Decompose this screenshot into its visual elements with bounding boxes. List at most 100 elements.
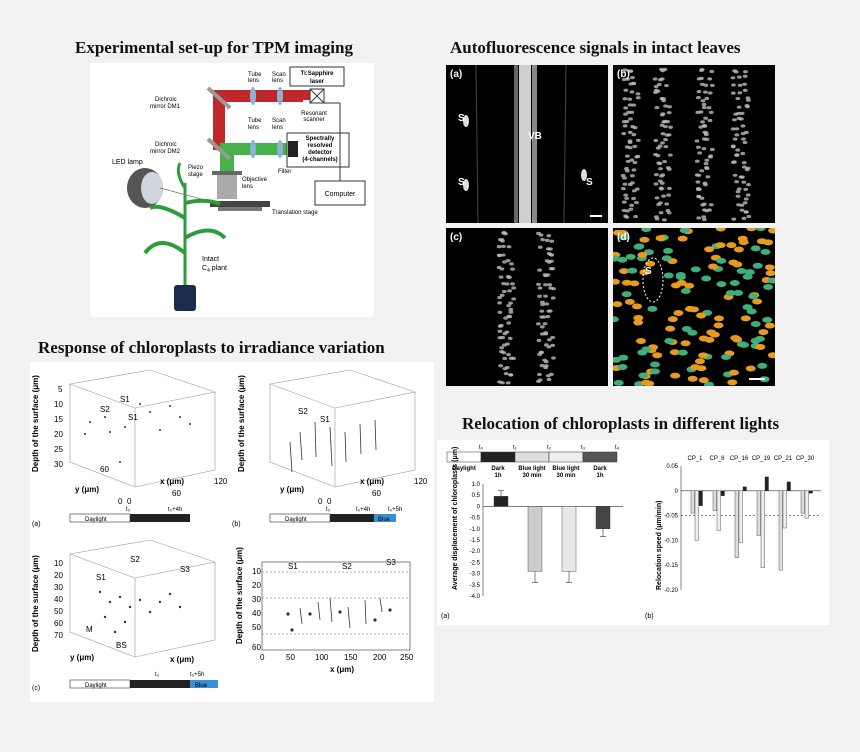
chloroplast — [653, 84, 659, 89]
chloroplast — [742, 140, 748, 145]
chloroplast — [639, 269, 650, 276]
vascular-bundle-label: VB — [528, 131, 542, 142]
chloroplast — [497, 295, 502, 300]
category-label: CP_16 — [730, 456, 749, 462]
chloroplast — [509, 262, 514, 266]
chloroplast — [543, 274, 549, 278]
chloroplast — [763, 283, 774, 290]
detector-label-2: resolved — [308, 143, 333, 149]
autofluor-title: Autofluorescence signals in intact leave… — [450, 38, 741, 57]
chloroplast — [631, 196, 636, 201]
bar — [527, 506, 543, 572]
chloroplast — [631, 82, 637, 86]
chloroplast — [498, 275, 504, 279]
s2-label: S2 — [130, 555, 140, 564]
chloroplast — [679, 228, 690, 234]
chloroplast — [694, 159, 700, 163]
chloroplast — [632, 144, 638, 149]
chloroplast — [704, 165, 709, 170]
chloroplast — [657, 144, 663, 148]
x-axis-label: x (μm) — [160, 477, 184, 486]
chloroplast — [736, 111, 741, 116]
chloroplast — [708, 154, 713, 158]
chloroplast — [746, 308, 757, 315]
chloroplast — [698, 352, 709, 359]
chloroplast — [697, 151, 703, 155]
chloroplast — [730, 144, 736, 148]
chloroplast — [748, 293, 759, 300]
chloroplast — [754, 335, 765, 342]
chloroplast — [623, 88, 629, 92]
chloroplast — [635, 96, 641, 100]
tick: 20 — [54, 430, 63, 439]
y-tick-label: -0.20 — [664, 588, 678, 594]
tick: 5 — [58, 385, 63, 394]
chloroplast — [721, 354, 732, 361]
y-tick-label: -1.0 — [470, 527, 481, 533]
chloroplast — [502, 260, 507, 264]
chloroplast — [745, 365, 756, 372]
chloroplast — [505, 342, 510, 346]
micro-label-b: (b) — [617, 69, 630, 80]
chloroplast — [705, 175, 711, 179]
ylabel-a: Average displacement of chloroplasts (μm… — [452, 447, 459, 590]
chloroplast — [750, 245, 761, 252]
detector-label-4: (4-channels) — [302, 157, 337, 163]
tick: 0 — [327, 497, 332, 506]
chloroplast — [701, 147, 707, 151]
y-tick-label: -4.0 — [470, 594, 481, 600]
chloroplast — [701, 217, 707, 222]
chloroplast — [663, 272, 674, 279]
chloroplast — [733, 289, 744, 296]
chloroplast — [698, 377, 709, 384]
chloroplast — [736, 75, 742, 79]
chloroplast — [665, 209, 671, 213]
plant-label: Intact — [202, 256, 219, 263]
panel-label-c: (c) — [32, 685, 40, 692]
timeline-sub: 1h — [494, 473, 501, 479]
category-label: CP_8 — [709, 456, 725, 462]
chloroplast — [746, 182, 751, 187]
chloroplast — [756, 238, 767, 245]
chloroplast — [737, 83, 743, 87]
timeline-segment — [582, 451, 618, 463]
chloroplast — [732, 173, 738, 177]
y-tick-label: -2.0 — [470, 549, 481, 555]
chloroplast — [713, 315, 724, 322]
chloroplast — [687, 375, 698, 382]
chloroplast — [752, 262, 763, 269]
chloroplast — [744, 130, 749, 134]
led-lamp-label: LED lamp — [112, 159, 143, 166]
chloroplast — [662, 218, 667, 222]
y-tick-label: -0.15 — [664, 563, 678, 569]
y-tick-label: -2.5 — [470, 560, 481, 566]
chloroplast — [653, 138, 659, 143]
scan1-label-2: lens — [272, 78, 283, 84]
micro-label-a: (a) — [450, 69, 463, 80]
chloroplast — [700, 203, 706, 207]
depth-axis-label: Depth of the surface (μm) — [237, 375, 246, 472]
chloroplast — [624, 119, 630, 124]
bar — [561, 506, 577, 572]
chloroplast — [703, 162, 709, 166]
chloroplast — [618, 234, 629, 241]
category-label: CP_30 — [796, 456, 815, 462]
tick: 120 — [414, 477, 428, 486]
time-label: t₃ — [581, 445, 586, 451]
chloroplast — [506, 304, 512, 308]
m-label: M — [86, 625, 93, 634]
plant-label-2: C4 plant — [202, 265, 227, 274]
piezo-label-2: stage — [188, 172, 203, 178]
chloroplast — [755, 344, 766, 351]
chloroplast — [497, 329, 503, 333]
bar — [734, 490, 739, 558]
bar — [694, 490, 699, 541]
chloroplast — [500, 253, 506, 257]
time-label: t₄ — [615, 445, 620, 451]
chloroplast — [736, 268, 747, 275]
daylight-label: Daylight — [85, 517, 107, 523]
chloroplast — [507, 289, 513, 293]
filter-label: Filter — [278, 169, 291, 175]
chloroplast — [750, 321, 761, 328]
